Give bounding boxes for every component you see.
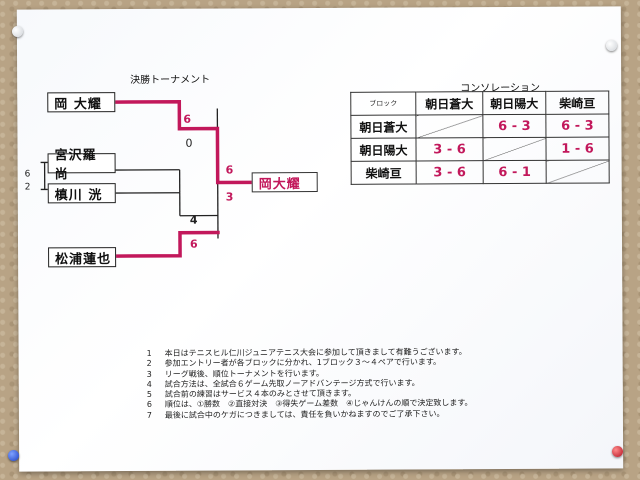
row-header: 朝日陽大 [350, 137, 417, 162]
player-box-3: 槙川 洸 [47, 183, 116, 204]
table-row: 柴崎亘 3 - 6 6 - 1 [351, 159, 610, 185]
score-side-upper: 6 [24, 169, 31, 180]
table-cell: 6 - 1 [483, 160, 547, 184]
diagonal-cell [415, 114, 483, 138]
tournament-sheet: 決勝トーナメント 岡 大耀 宮沢羅 尚 槙川 洸 松浦蓮也 岡大耀 6 0 4 … [16, 6, 624, 472]
table-row: 朝日陽大 3 - 6 1 - 6 [350, 136, 610, 162]
table-cell: 6 - 3 [482, 114, 546, 138]
column-header: 朝日陽大 [482, 91, 546, 115]
white-pin-icon [606, 40, 617, 51]
player-box-4: 松浦蓮也 [48, 247, 117, 268]
winner-path-top [112, 99, 254, 185]
score-top-upper: 6 [183, 112, 192, 126]
table-row: 朝日蒼大 6 - 3 6 - 3 [350, 113, 609, 139]
table-header-row: ブロック 朝日蒼大 朝日陽大 柴崎亘 [350, 90, 609, 116]
player-box-2: 宮沢羅 尚 [47, 148, 116, 182]
column-header: 柴崎亘 [545, 90, 609, 115]
diagonal-cell [546, 159, 610, 184]
score-top-lower: 0 [185, 136, 193, 150]
table-cell: 1 - 6 [545, 136, 610, 161]
table-cell: 3 - 6 [415, 137, 484, 161]
winner-path-bottom [113, 230, 220, 258]
score-side-lower: 2 [24, 182, 31, 193]
row-header: 柴崎亘 [351, 160, 417, 185]
player-box-1: 岡 大耀 [47, 92, 116, 113]
score-final-lower: 3 [225, 190, 234, 204]
column-header: 朝日蒼大 [415, 91, 483, 115]
red-pin-icon [612, 446, 623, 457]
score-bottom-upper: 4 [189, 213, 198, 227]
diagonal-cell [482, 137, 547, 161]
score-bottom-lower: 6 [189, 237, 198, 251]
score-final-upper: 6 [225, 163, 234, 177]
consolation-table: ブロック 朝日蒼大 朝日陽大 柴崎亘 朝日蒼大 6 - 3 6 - 3 朝日陽大… [350, 90, 610, 185]
blue-pin-icon [8, 450, 19, 461]
white-pin-icon [12, 26, 23, 37]
table-cell: 6 - 3 [545, 113, 609, 138]
row-header: 朝日蒼大 [350, 114, 416, 139]
table-cell: 3 - 6 [416, 160, 484, 184]
table-corner-label: ブロック [350, 91, 416, 116]
champion-box: 岡大耀 [251, 172, 318, 193]
